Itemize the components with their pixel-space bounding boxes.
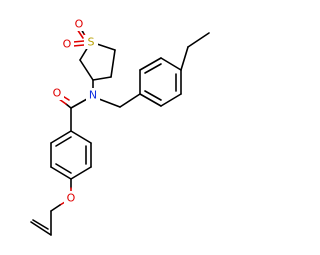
bond-n-ch2 <box>98 98 121 108</box>
benzamide-ring <box>50 130 92 180</box>
bond-c2-c3 <box>110 49 116 78</box>
bond-s-o2-b <box>72 44 85 47</box>
sulfonyl-oxygen-label-2: O <box>63 38 72 51</box>
bond-ch2-ch3 <box>187 32 210 48</box>
bond-ch-ch2-a <box>30 221 52 236</box>
bond-c4-c5 <box>79 59 94 81</box>
ether-oxygen-label: O <box>67 192 76 205</box>
bond-ch2-ring <box>119 93 141 108</box>
amide-nitrogen-label: N <box>89 89 97 102</box>
benzyl-group <box>98 93 141 108</box>
bond-ch-ch2-b <box>32 219 49 230</box>
sulfonyl-oxygen-label-1: O <box>75 18 84 31</box>
bond-s-o2-a <box>72 40 85 43</box>
carbonyl-oxygen-label: O <box>53 87 62 100</box>
structure-canvas: S O O N O O <box>30 17 210 236</box>
sulfur-label: S <box>88 36 95 49</box>
bond-ring-ch2 <box>180 46 189 71</box>
sulfolane-ring <box>79 41 116 81</box>
bond-n-carbonyl <box>70 98 88 109</box>
amide-group <box>58 94 88 132</box>
allyloxy-group <box>30 178 72 236</box>
bond-c3-c4 <box>92 76 112 81</box>
ethyl-group <box>180 32 210 71</box>
atom-labels: S O O N O O <box>50 17 100 205</box>
molecule-diagram: S O O N O O <box>30 17 210 236</box>
ethylphenyl-ring <box>139 57 182 107</box>
